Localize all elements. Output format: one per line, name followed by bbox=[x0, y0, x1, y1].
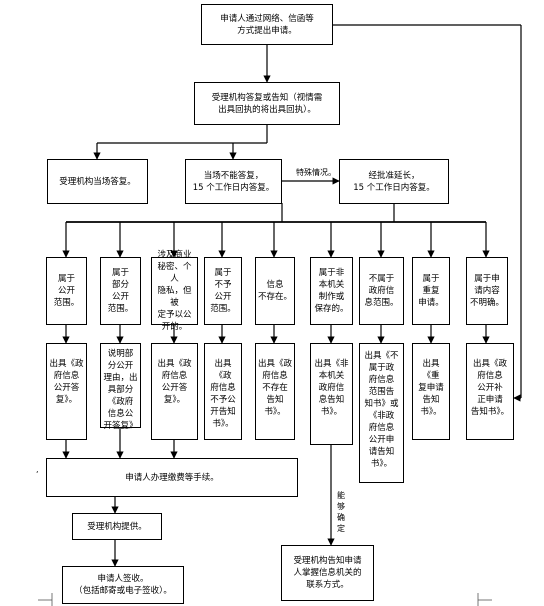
output-not-gov-notice: 出具《不 属于政 府信息 范围告 知书》或 《非政 府信息 公开申 请告知 书》… bbox=[359, 343, 404, 483]
output-commercial-reply: 出具《政 府信息 公开答 复》。 bbox=[151, 343, 198, 440]
category-not-public: 属于 不予 公开 范围。 bbox=[204, 257, 242, 325]
category-not-gov-info: 不属于 政府信 息范围。 bbox=[359, 257, 404, 325]
label-able-to-determine: 能 够 确 定 bbox=[337, 491, 345, 533]
node-cannot-reply: 当场不能答复， 15 个工作日内答复。 bbox=[185, 159, 282, 204]
category-public: 属于 公开 范围。 bbox=[46, 257, 87, 325]
output-not-exist-notice: 出具《政 府信息 不存在 告知书》。 bbox=[255, 343, 295, 440]
node-provide: 受理机构提供。 bbox=[72, 513, 162, 540]
output-public-reply: 出具《政 府信息 公开答 复》。 bbox=[46, 343, 87, 440]
category-commercial-privacy: 涉及商业 秘密、个人 隐私，但被 定予以公 开的。 bbox=[151, 250, 198, 332]
category-not-own: 属于非 本机关 制作或 保存的。 bbox=[310, 257, 353, 325]
node-extended-reply: 经批准延长， 15 个工作日内答复。 bbox=[339, 159, 449, 204]
output-not-public-notice: 出具《政 府信息 不予公 开告知 书》。 bbox=[204, 343, 242, 440]
output-partial-reply: 说明部 分公开 理由，出 具部分 《政府 信息公 开答复》 bbox=[100, 343, 141, 431]
node-onsite-reply: 受理机构当场答复。 bbox=[47, 159, 148, 204]
output-repeat-notice: 出具《重 复申请 告知书》。 bbox=[412, 343, 450, 440]
category-repeat: 属于 重复 申请。 bbox=[412, 257, 450, 325]
label-mark: , bbox=[36, 465, 39, 474]
output-correction-notice: 出具《政 府信息 公开补 正申请 告知书》。 bbox=[466, 343, 514, 440]
category-not-exist: 信息 不存在。 bbox=[255, 257, 295, 325]
node-apply: 申请人通过网络、信函等 方式提出申请。 bbox=[201, 4, 333, 45]
category-partial-public: 属于 部分 公开 范围。 bbox=[100, 257, 141, 325]
node-sign: 申请人签收。 （包括邮寄或电子签收）。 bbox=[62, 566, 184, 604]
output-not-own-notice: 出具《非 本机关 政府信 息告知 书》。 bbox=[310, 343, 353, 445]
category-unclear: 属于申 请内容 不明确。 bbox=[466, 257, 508, 325]
node-inform-contact: 受理机构告知申请 人掌握信息机关的 联系方式。 bbox=[281, 545, 374, 601]
node-fees: 申请人办理缴费等手续。 bbox=[46, 458, 298, 497]
label-special-case: 特殊情况。 bbox=[296, 168, 336, 177]
node-accept: 受理机构答复或告知（视情需 出具回执的将出具回执）。 bbox=[194, 82, 340, 125]
